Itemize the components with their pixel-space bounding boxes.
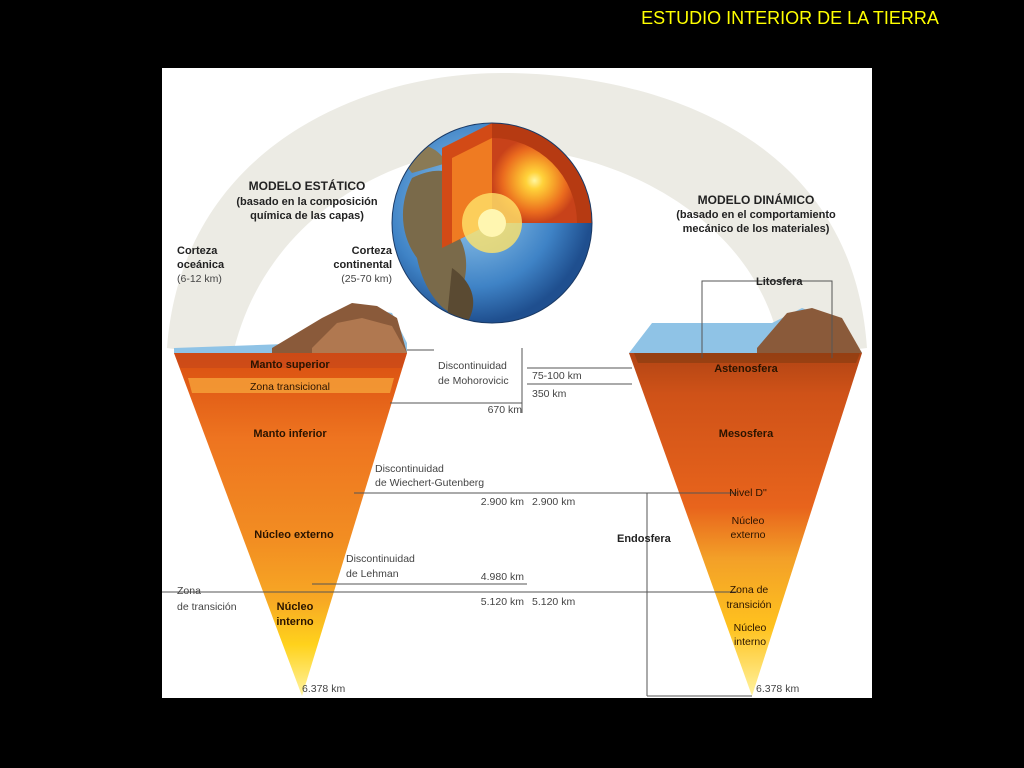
mesosphere-label: Mesosfera — [719, 428, 774, 440]
transition-zone-side-2: de transición — [177, 601, 237, 613]
oceanic-crust-label-1: Corteza — [177, 245, 218, 257]
inner-core-label-2: interno — [276, 616, 314, 628]
dyn-transition-2: transición — [727, 599, 772, 611]
depth-75-100: 75-100 km — [532, 370, 582, 382]
depth-4980: 4.980 km — [481, 571, 524, 583]
dyn-outer-core-2: externo — [730, 529, 765, 541]
inner-core-label-1: Núcleo — [277, 601, 314, 613]
oceanic-crust-range: (6-12 km) — [177, 273, 222, 285]
lower-mantle-label: Manto inferior — [253, 428, 327, 440]
slide-title: ESTUDIO INTERIOR DE LA TIERRA — [641, 8, 939, 28]
continental-crust-range: (25-70 km) — [341, 273, 392, 285]
wiechert-label-2: de Wiechert-Gutenberg — [375, 477, 484, 489]
lehman-label-2: de Lehman — [346, 568, 399, 580]
moho-label-1: Discontinuidad — [438, 360, 507, 372]
dyn-transition-1: Zona de — [730, 584, 769, 596]
right-crust — [629, 308, 862, 353]
static-model-title: MODELO ESTÁTICO — [249, 178, 366, 193]
left-crust — [174, 303, 407, 353]
upper-mantle-label: Manto superior — [250, 359, 330, 371]
earth-globe — [391, 122, 593, 324]
moho-label-2: de Mohorovicic — [438, 375, 509, 387]
depth-2900-left: 2.900 km — [481, 496, 524, 508]
endosphere-label: Endosfera — [617, 533, 672, 545]
lithosphere-label: Litosfera — [756, 276, 803, 288]
left-bottom-depth: 6.378 km — [302, 683, 345, 695]
dynamic-model-heading: MODELO DINÁMICO (basado en el comportami… — [676, 192, 836, 235]
asthenosphere-label: Astenosfera — [714, 363, 778, 375]
depth-5120-right: 5.120 km — [532, 596, 575, 608]
dyn-outer-core-1: Núcleo — [732, 515, 765, 527]
static-model-heading: MODELO ESTÁTICO (basado en la composició… — [236, 178, 377, 222]
lehman-label-1: Discontinuidad — [346, 553, 415, 565]
transition-zone-label: Zona transicional — [250, 381, 330, 393]
left-cone-static-model — [174, 353, 407, 696]
continental-crust-label-1: Corteza — [352, 245, 393, 257]
static-model-subtitle-2: química de las capas) — [250, 210, 364, 222]
depth-2900-right: 2.900 km — [532, 496, 575, 508]
dynamic-model-title: MODELO DINÁMICO — [698, 192, 815, 207]
dynamic-model-subtitle-1: (basado en el comportamiento — [676, 209, 836, 221]
static-model-subtitle-1: (basado en la composición — [236, 196, 377, 208]
continental-crust-label-2: continental — [333, 259, 392, 271]
depth-350: 350 km — [532, 388, 567, 400]
wiechert-label-1: Discontinuidad — [375, 463, 444, 475]
earth-interior-diagram: MODELO ESTÁTICO (basado en la composició… — [162, 68, 872, 698]
dynamic-model-subtitle-2: mecánico de los materiales) — [683, 223, 830, 235]
dyn-inner-core-2: interno — [734, 636, 766, 648]
level-d-label: Nivel D'' — [729, 487, 767, 499]
right-cone-dynamic-model — [629, 353, 862, 696]
dyn-inner-core-1: Núcleo — [734, 622, 767, 634]
outer-core-label: Núcleo externo — [254, 529, 334, 541]
depth-670: 670 km — [488, 404, 523, 416]
right-bottom-depth: 6.378 km — [756, 683, 799, 695]
oceanic-crust-label-2: oceánica — [177, 259, 225, 271]
depth-5120-left: 5.120 km — [481, 596, 524, 608]
background-arch — [167, 73, 867, 358]
transition-zone-side-1: Zona — [177, 585, 201, 597]
